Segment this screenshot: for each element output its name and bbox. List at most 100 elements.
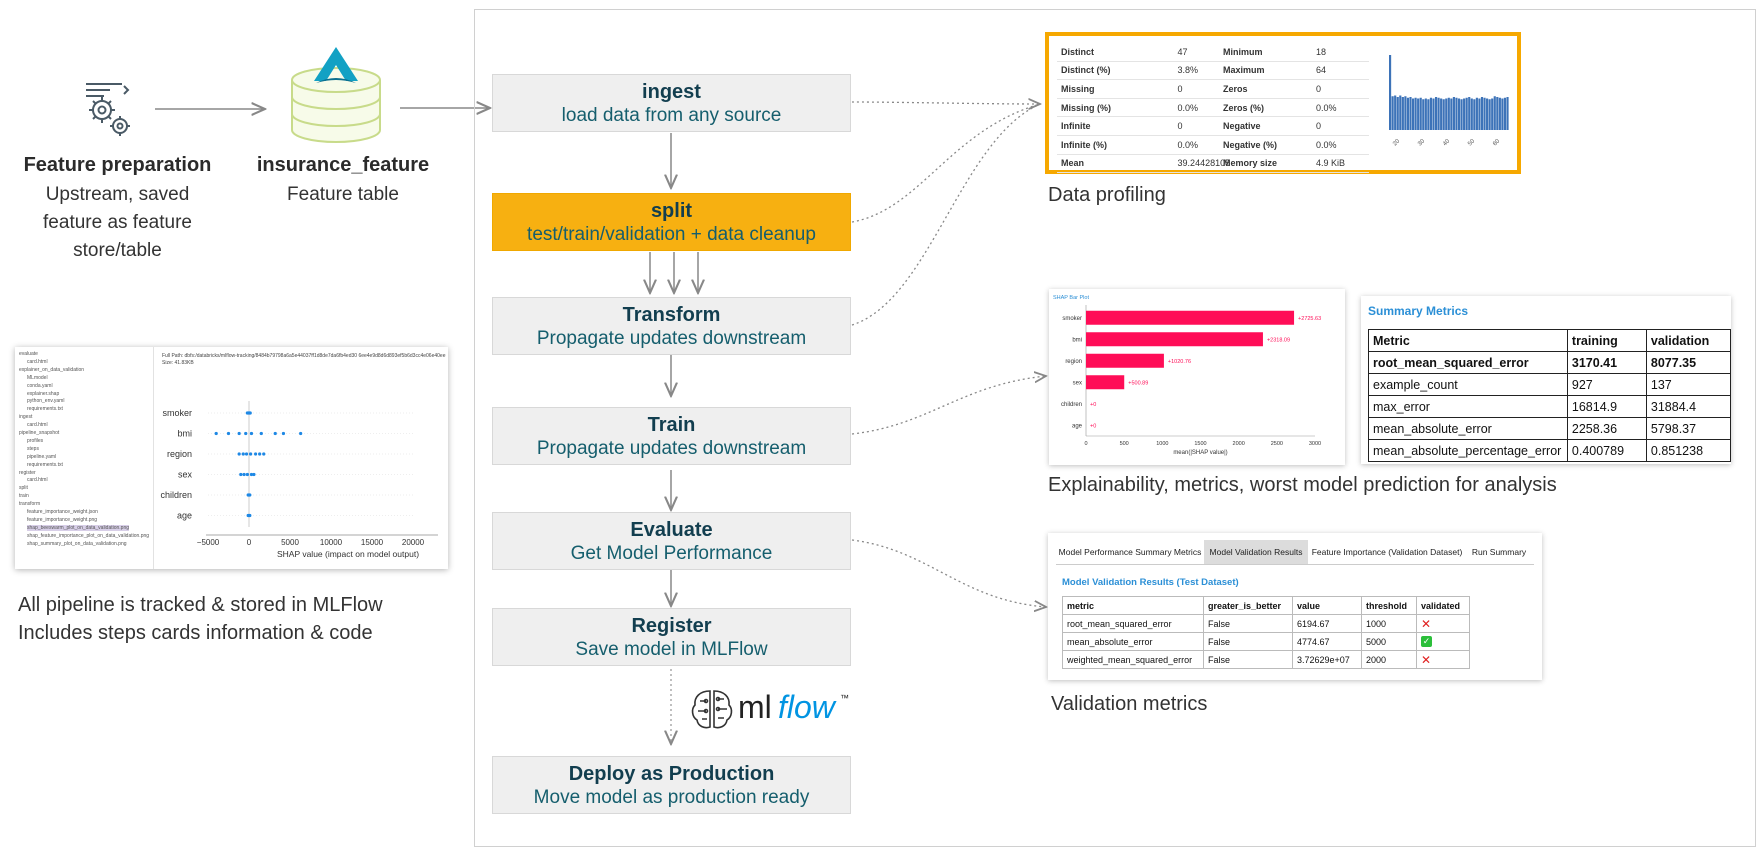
artifact-tree-item[interactable]: ingest bbox=[19, 414, 33, 421]
artifact-tree-item[interactable]: requirements.txt bbox=[27, 461, 63, 468]
artifact-tree-item[interactable]: shap_beeswarm_plot_on_data_validation.pn… bbox=[27, 524, 130, 531]
brain-icon bbox=[691, 690, 733, 729]
histogram-tick: 20 bbox=[1392, 138, 1401, 147]
step-title: ingest bbox=[642, 81, 701, 103]
table-cell: False bbox=[1203, 650, 1293, 669]
shap-bar-title: SHAP Bar Plot bbox=[1053, 295, 1089, 301]
artifact-tree-item[interactable]: python_env.yaml bbox=[27, 398, 65, 405]
beeswarm-point bbox=[244, 431, 248, 436]
artifact-tree-item[interactable]: explainer_on_data_validation bbox=[19, 366, 85, 373]
artifact-tree-item[interactable]: conda.yaml bbox=[27, 382, 53, 389]
header-cell: training bbox=[1566, 329, 1647, 352]
tab-feature-importance[interactable]: Feature Importance (Validation Dataset) bbox=[1311, 547, 1463, 557]
artifact-tree-item[interactable]: card.html bbox=[27, 477, 48, 484]
artifact-tree-item[interactable]: explainer.shap bbox=[27, 390, 60, 397]
artifact-tree-item[interactable]: shap_summary_plot_on_data_validation.png bbox=[27, 540, 127, 547]
table-cell: root_mean_squared_error bbox=[1368, 351, 1568, 374]
beeswarm-point bbox=[237, 431, 241, 436]
histogram-bar bbox=[1447, 97, 1450, 130]
artifact-tree-item[interactable]: feature_importance_weight.json bbox=[27, 509, 98, 515]
artifact-tree-item[interactable]: MLmodel bbox=[27, 374, 48, 381]
header-cell: value bbox=[1292, 596, 1362, 615]
table-row: mean_absolute_percentage_error 0.400789 … bbox=[1368, 439, 1731, 462]
feature-table-subtitle: Feature table bbox=[287, 184, 399, 205]
step-register[interactable]: Register Save model in MLFlow bbox=[492, 608, 851, 666]
histogram-bar bbox=[1414, 97, 1417, 130]
feature-prep-line-1: Upstream, saved bbox=[45, 184, 190, 205]
feature-prep-line-3: store/table bbox=[73, 240, 162, 261]
artifact-tree-item[interactable]: requirements.txt bbox=[27, 406, 63, 413]
table-cell: False bbox=[1203, 614, 1293, 633]
shap-bar-value: +0 bbox=[1090, 402, 1096, 408]
shap-bar-value: +2318.09 bbox=[1267, 337, 1290, 343]
step-title: Register bbox=[631, 615, 712, 637]
histogram-bar bbox=[1488, 99, 1491, 130]
artifact-tree-item[interactable]: shap_feature_importance_plot_on_data_val… bbox=[27, 532, 150, 539]
step-split[interactable]: split test/train/validation + data clean… bbox=[492, 193, 851, 251]
artifact-tree-item[interactable]: evaluate bbox=[19, 351, 38, 357]
pipeline-frame bbox=[474, 9, 1756, 847]
step-deploy[interactable]: Deploy as Production Move model as produ… bbox=[492, 756, 851, 814]
step-evaluate[interactable]: Evaluate Get Model Performance bbox=[492, 512, 851, 570]
table-cell: 3170.41 bbox=[1566, 351, 1647, 374]
shap-x-tick: 500 bbox=[1120, 441, 1129, 447]
step-ingest[interactable]: ingest load data from any source bbox=[492, 74, 851, 132]
profile-value: 0 bbox=[1312, 79, 1369, 99]
shap-x-tick: 1500 bbox=[1194, 441, 1206, 447]
beeswarm-feature-label: bmi bbox=[177, 429, 192, 439]
step-train[interactable]: Train Propagate updates downstream bbox=[492, 407, 851, 465]
artifact-tree-item[interactable]: transform bbox=[19, 501, 41, 508]
table-cell: 0.851238 bbox=[1645, 439, 1731, 462]
artifact-tree-item[interactable]: card.html bbox=[27, 422, 48, 429]
beeswarm-point bbox=[253, 452, 258, 456]
step-subtitle: test/train/validation + data cleanup bbox=[527, 224, 816, 245]
artifact-tree-item[interactable]: split bbox=[19, 485, 28, 492]
artifact-tree-item[interactable]: pipeline.yaml bbox=[27, 453, 57, 460]
feature-prep-line-2: feature as feature bbox=[43, 212, 192, 233]
feature-prep-icon bbox=[80, 80, 136, 138]
histogram-bar bbox=[1434, 97, 1438, 130]
artifact-tree-item[interactable]: feature_importance_weight.png bbox=[27, 516, 98, 523]
beeswarm-point bbox=[259, 431, 263, 436]
histogram-bar bbox=[1457, 98, 1461, 130]
artifact-path: Full Path: dbfs:/databricks/mlflow-track… bbox=[162, 353, 446, 359]
shap-feature-label: sex bbox=[1073, 380, 1082, 386]
tab-validation-results[interactable]: Model Validation Results bbox=[1204, 540, 1308, 564]
table-cell: weighted_mean_squared_error bbox=[1062, 650, 1204, 669]
table-cell: mean_absolute_error bbox=[1368, 417, 1568, 440]
step-transform[interactable]: Transform Propagate updates downstream bbox=[492, 297, 851, 355]
artifact-tree-item[interactable]: profiles bbox=[27, 437, 44, 444]
histogram-bar bbox=[1401, 97, 1404, 130]
histogram-bar bbox=[1389, 55, 1392, 130]
histogram-bar bbox=[1396, 97, 1399, 130]
beeswarm-point bbox=[226, 431, 231, 436]
artifact-tree-item[interactable]: train bbox=[19, 493, 29, 500]
tab-performance-summary[interactable]: Model Performance Summary Metrics bbox=[1058, 547, 1202, 557]
artifact-tree-item[interactable]: pipeline_snapshot bbox=[19, 430, 60, 436]
artifact-tree-item[interactable]: register bbox=[19, 469, 36, 476]
shap-bar bbox=[1086, 332, 1263, 347]
artifact-tree-item[interactable]: card.html bbox=[27, 358, 48, 365]
tab-run-summary[interactable]: Run Summary bbox=[1471, 547, 1527, 557]
check-icon: ✓ bbox=[1421, 636, 1432, 647]
shap-bar bbox=[1086, 353, 1164, 368]
histogram-bar bbox=[1496, 97, 1499, 130]
profile-key: Zeros (%) bbox=[1219, 98, 1312, 118]
histogram-bar bbox=[1442, 99, 1445, 130]
table-row: example_count 927 137 bbox=[1368, 373, 1731, 396]
mlflow-logo: ml flow ™ bbox=[688, 685, 858, 735]
shap-bar-value: +2725.63 bbox=[1298, 316, 1321, 322]
table-cell: 927 bbox=[1566, 373, 1647, 396]
artifact-tree-item[interactable]: steps bbox=[27, 445, 39, 452]
beeswarm-x-tick: −5000 bbox=[197, 538, 220, 547]
validated-cell: ✕ bbox=[1416, 650, 1470, 669]
